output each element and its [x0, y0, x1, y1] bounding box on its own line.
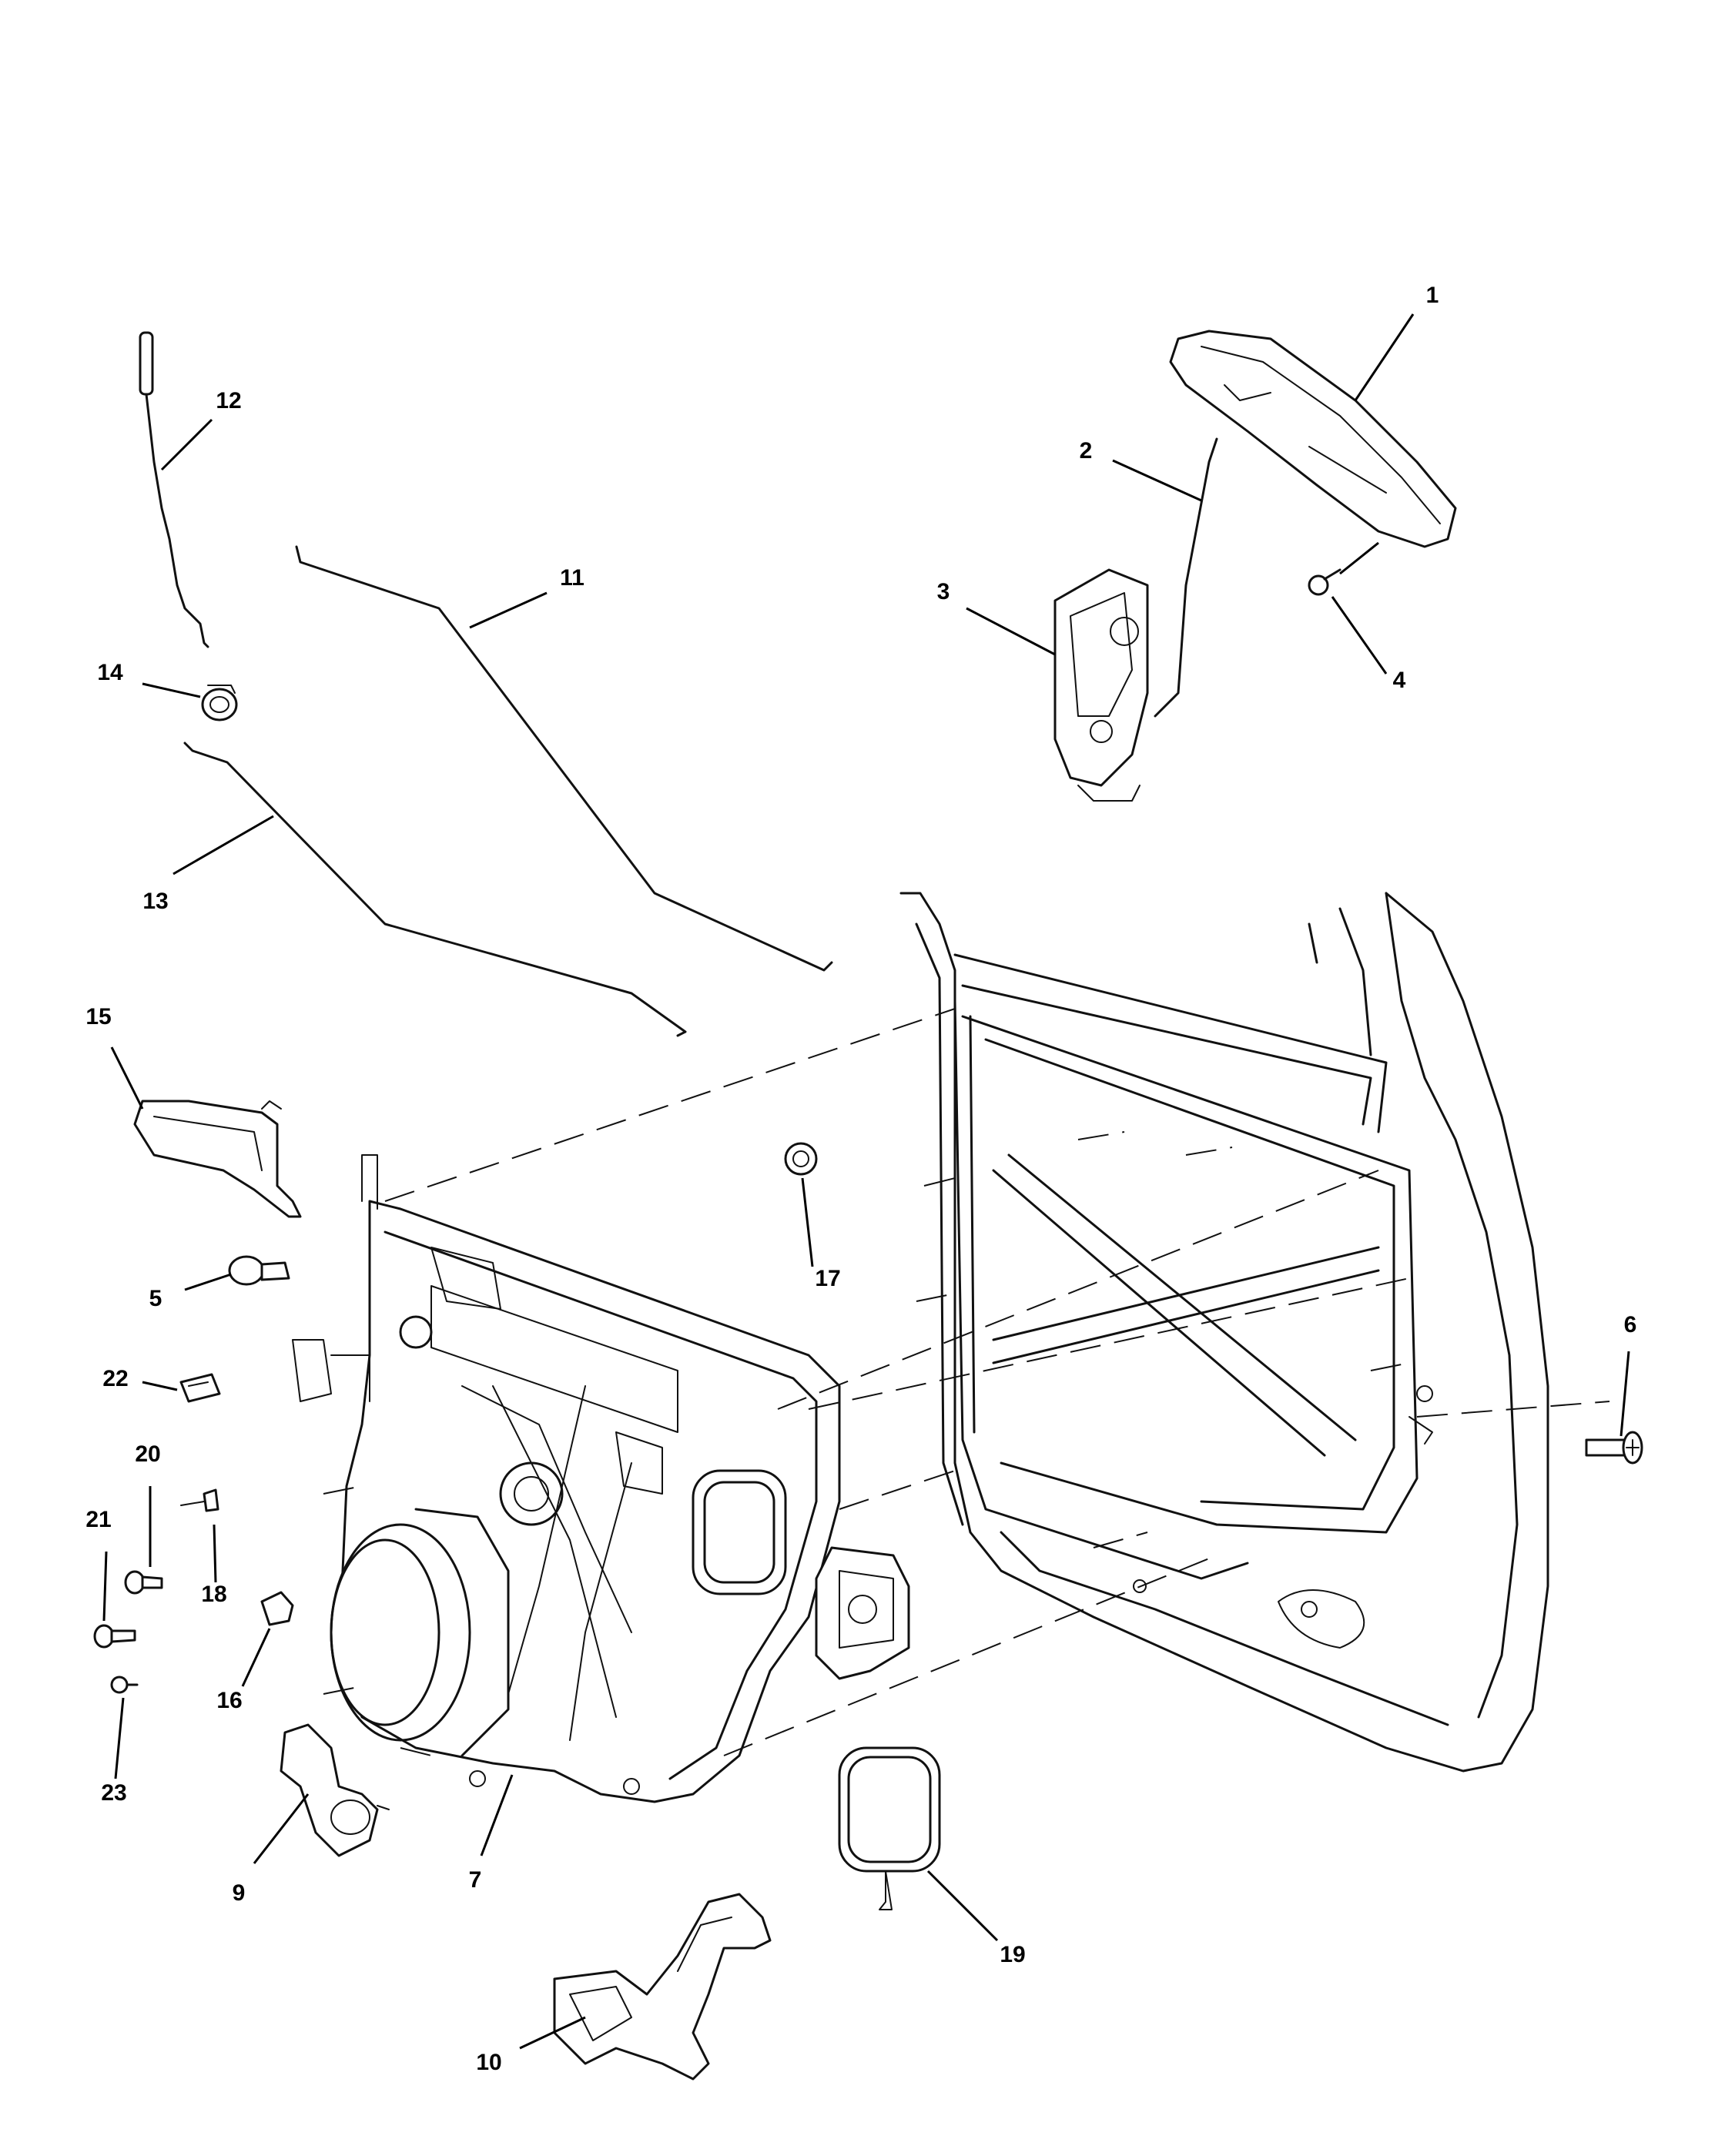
callout-1: 1: [1426, 283, 1439, 308]
callout-18: 18: [201, 1582, 226, 1607]
callout-2: 2: [1080, 438, 1093, 464]
inside-handle-15: [133, 1100, 302, 1218]
grommet-17: [784, 1142, 818, 1176]
leader-lines: [102, 313, 1630, 2050]
callout-11: 11: [560, 565, 584, 591]
seal-19: [838, 1746, 941, 1910]
clip-22: [179, 1373, 221, 1403]
callout-6: 6: [1624, 1312, 1637, 1337]
rod-13: [183, 742, 687, 1037]
door-module-carrier: [292, 1154, 841, 1803]
door-shell: [899, 892, 1549, 1773]
latch-3: [1053, 568, 1149, 802]
bolt-20: [124, 1570, 163, 1595]
outside-handle: [1169, 330, 1457, 548]
callout-10: 10: [476, 2050, 501, 2075]
callout-17: 17: [815, 1266, 840, 1291]
callout-7: 7: [469, 1867, 482, 1893]
bolt-21: [93, 1624, 136, 1649]
alignment-lines: [323, 1008, 1610, 1756]
bolt-5: [228, 1255, 290, 1286]
rod-11: [295, 545, 833, 972]
callout-15: 15: [85, 1004, 111, 1029]
callout-12: 12: [216, 388, 241, 413]
plug-16: [260, 1591, 294, 1626]
callout-9: 9: [233, 1880, 246, 1906]
callout-14: 14: [97, 660, 123, 685]
callout-22: 22: [102, 1366, 128, 1391]
callout-23: 23: [101, 1780, 126, 1806]
callout-19: 19: [1000, 1942, 1025, 1967]
callout-21: 21: [85, 1507, 111, 1532]
latch-lower-assembly: [815, 1546, 910, 1680]
callout-5: 5: [149, 1286, 162, 1311]
callout-labels: 1 2 3 4 5 6 7 9 10 11 12 13 14 15 16 17 …: [85, 283, 1636, 2075]
callout-3: 3: [937, 579, 950, 604]
rod-12: [139, 331, 209, 648]
regulator-bracket-10: [553, 1893, 772, 2081]
clip-14: [201, 685, 238, 721]
callout-20: 20: [135, 1441, 160, 1467]
rod-2: [1154, 437, 1218, 718]
callout-4: 4: [1393, 668, 1406, 693]
screw-6: [1585, 1431, 1643, 1465]
pin-18: [180, 1488, 219, 1512]
window-motor-9: [280, 1723, 390, 1857]
screw-23: [110, 1676, 139, 1694]
callout-16: 16: [216, 1688, 242, 1713]
callout-13: 13: [142, 889, 168, 914]
screw-4: [1308, 568, 1341, 596]
